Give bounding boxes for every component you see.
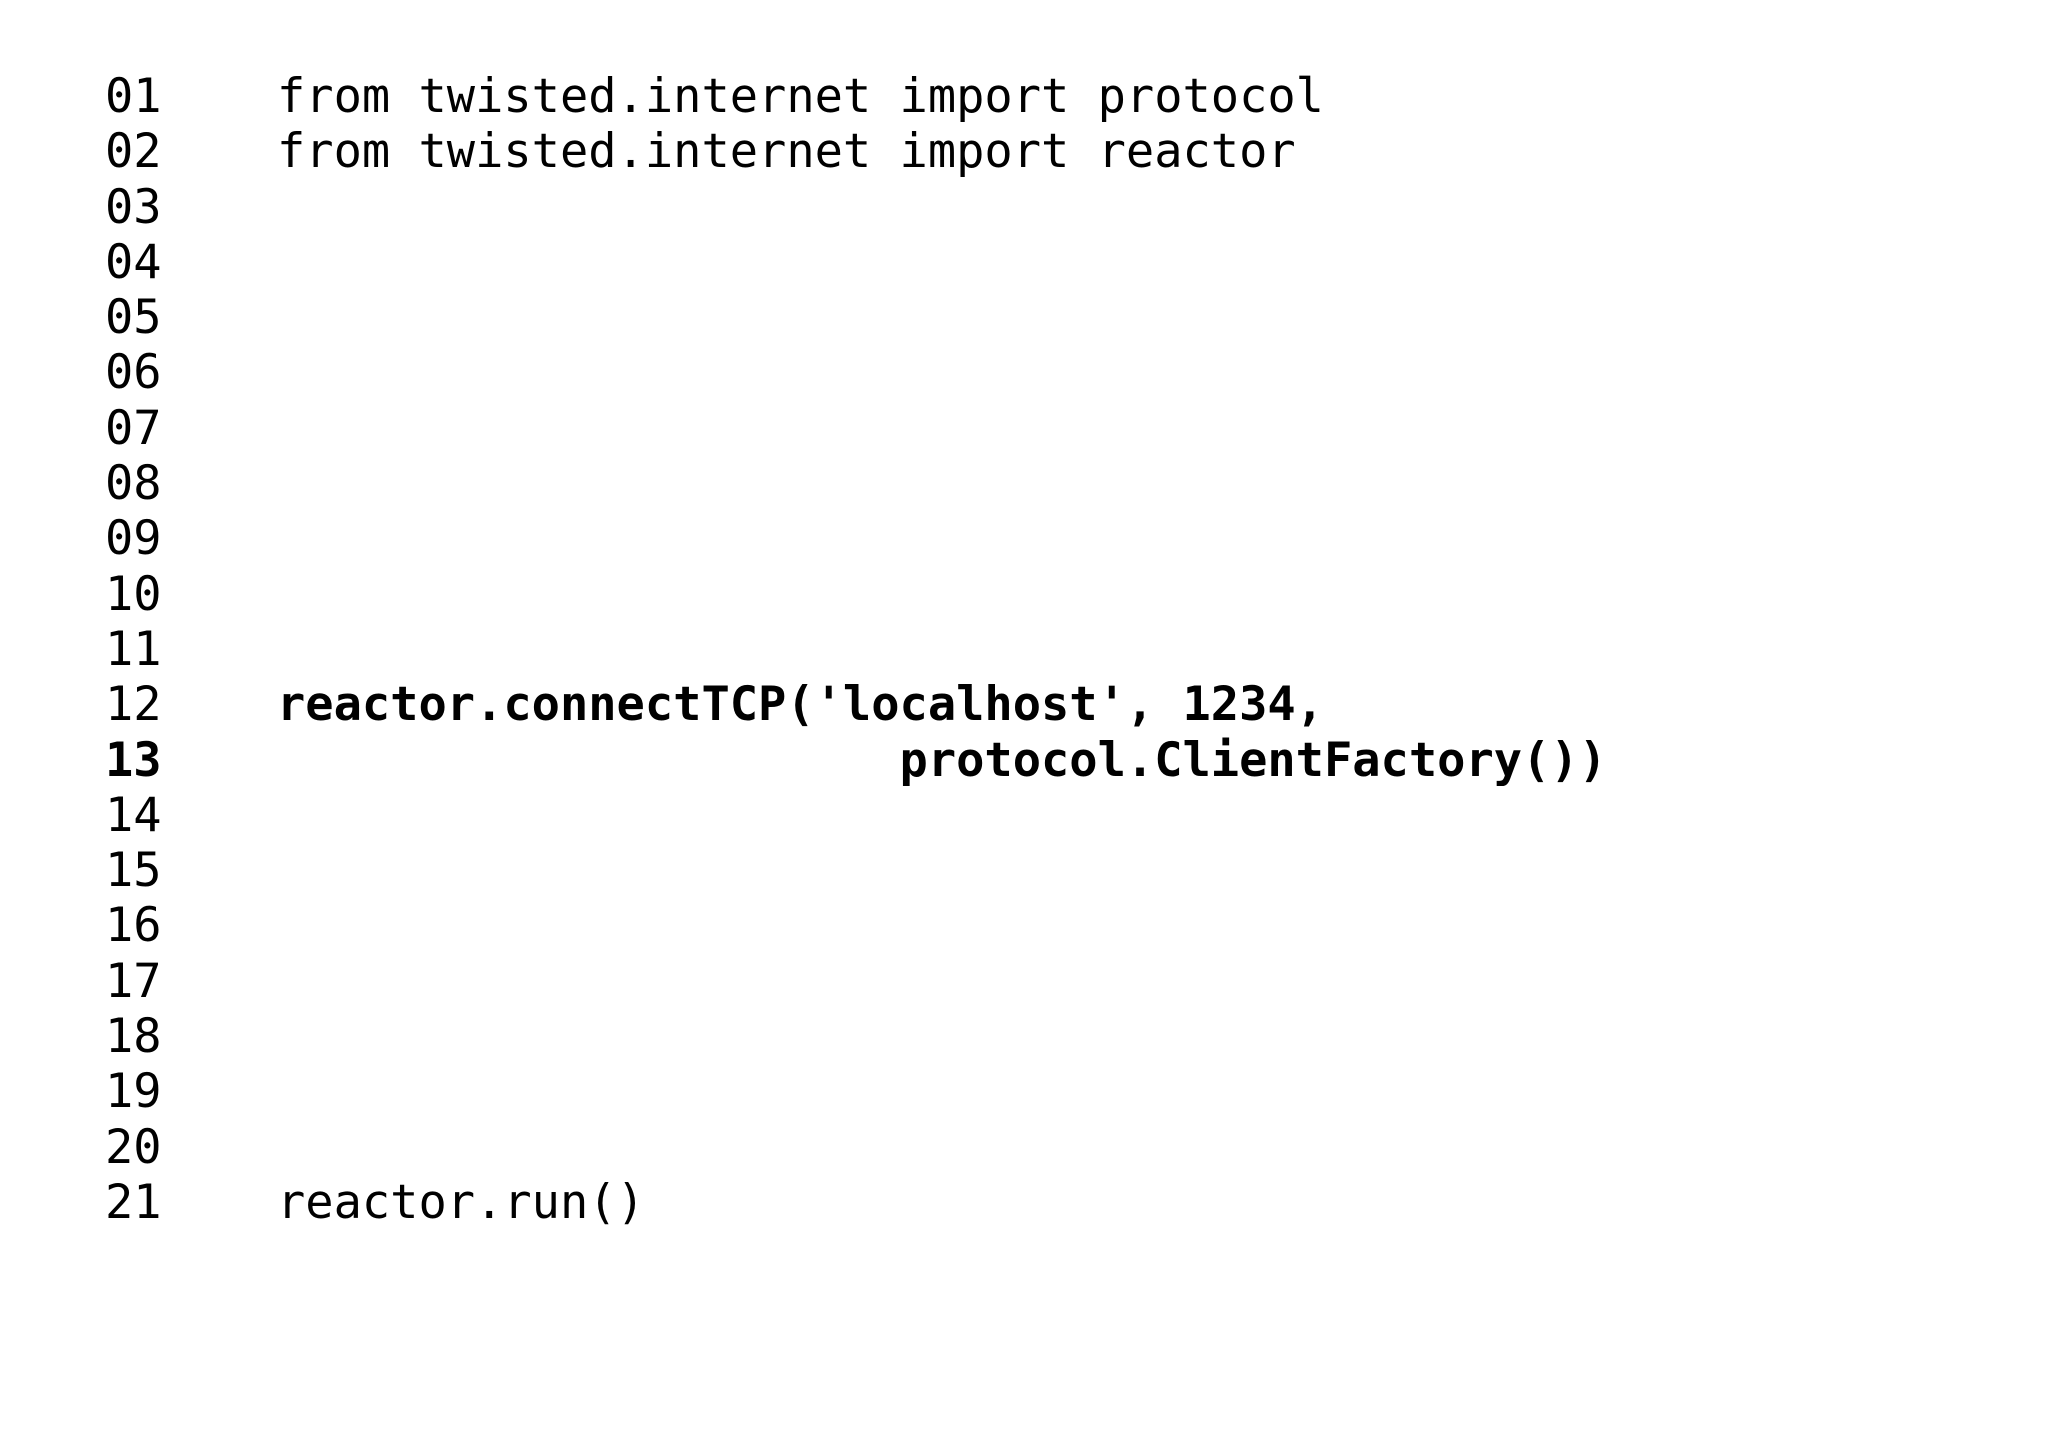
code-line-10: 10 [105,567,1607,622]
code-line-06: 06 [105,345,1607,400]
code-line-02: 02 from twisted.internet import reactor [105,124,1607,179]
code-line-01: 01 from twisted.internet import protocol [105,69,1607,124]
code-line-14: 14 [105,788,1607,843]
line-number: 08 [105,456,162,512]
code-text: from twisted.internet import protocol [277,69,1324,124]
line-number: 11 [105,621,162,677]
code-line-05: 05 [105,290,1607,345]
line-number: 21 [105,1174,162,1230]
line-number: 17 [105,953,162,1009]
code-line-08: 08 [105,456,1607,511]
code-line-09: 09 [105,511,1607,566]
code-line-04: 04 [105,235,1607,290]
line-number: 04 [105,234,162,290]
code-line-07: 07 [105,401,1607,456]
line-number: 06 [105,345,162,401]
line-number: 20 [105,1119,162,1175]
line-number: 05 [105,290,162,346]
line-number: 02 [105,124,162,180]
line-number: 16 [105,898,162,954]
code-line-16: 16 [105,898,1607,953]
line-number: 15 [105,843,162,899]
code-line-11: 11 [105,622,1607,677]
code-text: reactor.run() [277,1174,645,1230]
code-text: reactor.connectTCP('localhost', 1234, [277,677,1324,733]
code-line-20: 20 [105,1120,1607,1175]
line-number: 18 [105,1009,162,1065]
code-text: protocol.ClientFactory()) [277,732,1607,788]
line-number: 10 [105,566,162,622]
line-number: 03 [105,179,162,235]
line-number: 01 [105,69,162,124]
code-line-17: 17 [105,954,1607,1009]
code-line-21: 21 reactor.run() [105,1175,1607,1230]
code-line-03: 03 [105,180,1607,235]
code-line-13: 13 protocol.ClientFactory()) [105,733,1607,788]
code-line-19: 19 [105,1064,1607,1119]
line-number: 07 [105,400,162,456]
code-line-18: 18 [105,1009,1607,1064]
code-line-12: 12 reactor.connectTCP('localhost', 1234, [105,677,1607,732]
code-text: from twisted.internet import reactor [277,124,1296,180]
line-number: 14 [105,787,162,843]
code-line-15: 15 [105,843,1607,898]
line-number: 13 [105,732,162,788]
line-number: 19 [105,1064,162,1120]
line-number: 12 [105,677,162,733]
line-number: 09 [105,511,162,567]
